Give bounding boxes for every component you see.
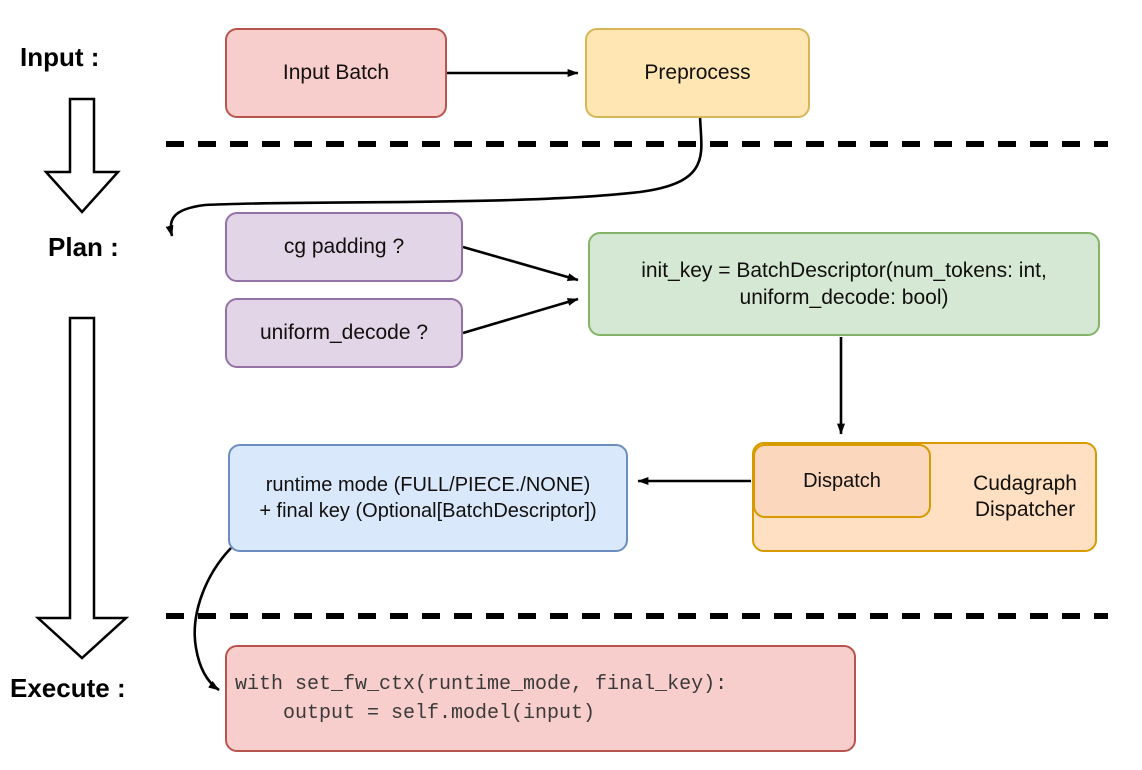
node-runtime-mode-line1: runtime mode (FULL/PIECE./NONE) xyxy=(265,474,591,496)
node-dispatch-label: Dispatch xyxy=(803,470,881,492)
plan-to-execute-block-arrow xyxy=(34,316,130,660)
input-to-plan-block-arrow xyxy=(43,97,121,214)
node-runtime-mode-line2: + final key (Optional[BatchDescriptor]) xyxy=(259,500,597,522)
node-init-key-line2: uniform_decode: bool) xyxy=(739,286,949,309)
node-cg-padding[interactable]: cg padding ? xyxy=(225,212,463,282)
node-execute-code-line2: output = self.model(input) xyxy=(235,701,596,725)
node-preprocess-label: Preprocess xyxy=(644,61,751,85)
node-dispatch[interactable]: Dispatch xyxy=(753,444,931,518)
node-init-key-line1: init_key = BatchDescriptor(num_tokens: i… xyxy=(641,258,1047,282)
node-uniform-decode[interactable]: uniform_decode ? xyxy=(225,298,463,368)
node-cg-padding-label: cg padding ? xyxy=(283,235,405,259)
connector-uniform-decode-to-init-key xyxy=(462,297,579,335)
node-preprocess[interactable]: Preprocess xyxy=(585,28,810,118)
node-runtime-mode[interactable]: runtime mode (FULL/PIECE./NONE) + final … xyxy=(228,444,628,552)
node-init-key[interactable]: init_key = BatchDescriptor(num_tokens: i… xyxy=(588,232,1100,336)
stage-label-plan: Plan : xyxy=(48,232,119,262)
node-execute-code-line1: with set_fw_ctx(runtime_mode, final_key)… xyxy=(235,672,728,696)
node-input-batch-label: Input Batch xyxy=(282,61,390,85)
node-uniform-decode-label: uniform_decode ? xyxy=(259,321,429,345)
stage-label-input: Input : xyxy=(20,42,100,72)
node-execute-code[interactable]: with set_fw_ctx(runtime_mode, final_key)… xyxy=(225,645,856,752)
stage-label-execute: Execute : xyxy=(10,673,126,703)
node-cudagraph-dispatcher-label: Cudagraph Dispatcher xyxy=(973,471,1077,521)
node-input-batch[interactable]: Input Batch xyxy=(225,28,447,118)
connector-cg-padding-to-init-key xyxy=(462,245,579,282)
